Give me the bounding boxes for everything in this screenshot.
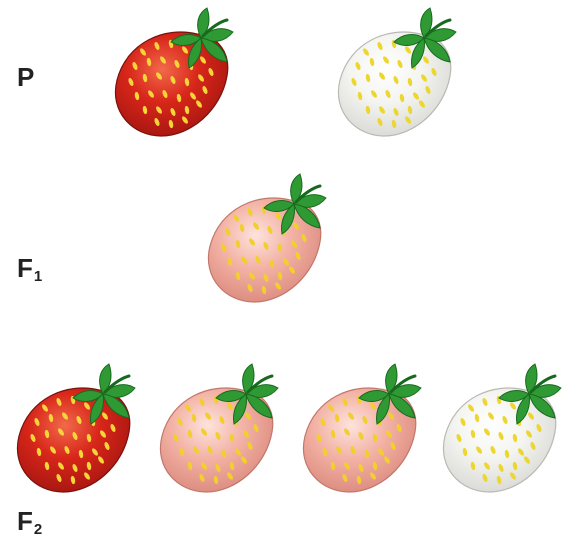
strawberry-pink-icon	[159, 363, 279, 493]
strawberry-leaves	[72, 363, 136, 425]
strawberry-white-icon	[442, 363, 562, 493]
label-p: P	[17, 64, 35, 93]
label-f2-subscript: 2	[33, 521, 43, 538]
p-fruit-2	[328, 7, 468, 142]
label-f2: F2	[17, 508, 42, 537]
f2-fruit-4	[433, 363, 573, 498]
strawberry-red-icon	[114, 7, 234, 137]
f2-fruit-3	[293, 363, 433, 498]
label-f1: F1	[17, 255, 42, 284]
f2-fruit-2	[150, 363, 290, 498]
strawberry-seeds	[128, 39, 214, 129]
label-p-text: P	[17, 62, 35, 92]
strawberry-red-icon	[16, 363, 136, 493]
strawberry-leaves	[170, 7, 234, 69]
label-f2-text: F	[17, 506, 33, 536]
f2-fruit-1	[7, 363, 147, 498]
strawberry-seeds	[456, 395, 542, 485]
strawberry-leaves	[498, 363, 562, 425]
label-f1-subscript: 1	[33, 268, 43, 285]
p-fruit-1	[105, 7, 245, 142]
strawberry-seeds	[221, 205, 307, 295]
strawberry-leaves	[393, 7, 457, 69]
strawberry-leaves	[263, 173, 327, 235]
strawberry-leaves	[358, 363, 422, 425]
label-f1-text: F	[17, 253, 33, 283]
f1-fruit-1	[198, 173, 338, 308]
strawberry-leaves	[215, 363, 279, 425]
strawberry-pink-icon	[302, 363, 422, 493]
strawberry-seeds	[30, 395, 116, 485]
strawberry-white-icon	[337, 7, 457, 137]
strawberry-pink-icon	[207, 173, 327, 303]
